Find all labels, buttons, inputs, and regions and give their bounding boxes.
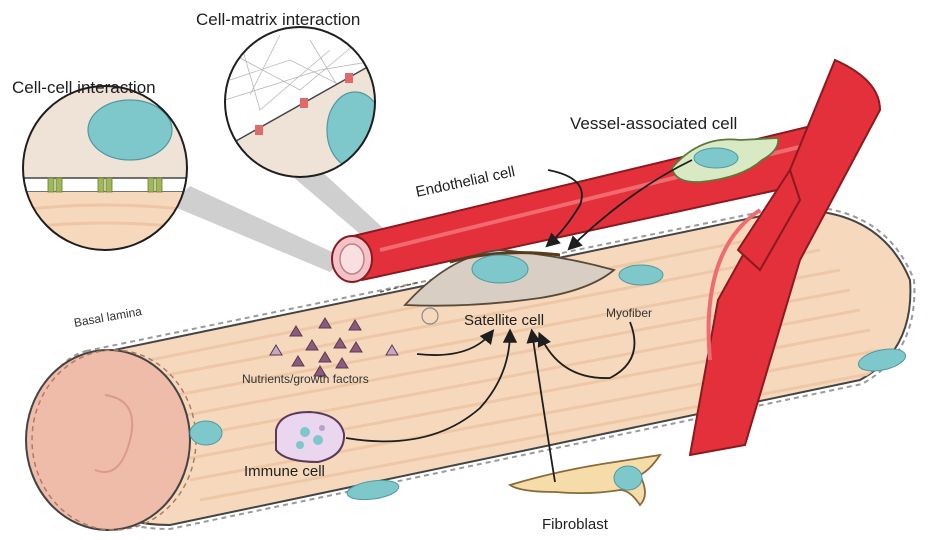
immune-cell: [276, 412, 344, 462]
myonucleus-icon: [190, 421, 222, 445]
label-myofiber: Myofiber: [606, 306, 652, 320]
myonucleus-icon: [619, 265, 663, 285]
fibroblast-nucleus-icon: [614, 466, 642, 490]
lens-cell-matrix: [220, 27, 383, 180]
lens-cell-cell: [20, 80, 190, 252]
label-immune-cell: Immune cell: [244, 463, 325, 480]
fibroblast: [510, 455, 660, 505]
satellite-nucleus-icon: [472, 255, 528, 283]
label-cell-cell-interaction: Cell-cell interaction: [12, 78, 156, 98]
vessel-associated-nucleus-icon: [694, 148, 738, 168]
label-satellite-cell: Satellite cell: [464, 312, 544, 329]
label-fibroblast: Fibroblast: [542, 516, 608, 533]
label-nutrients-growth-factors: Nutrients/growth factors: [242, 372, 369, 386]
myofiber-cross-section: [26, 350, 190, 530]
label-vessel-associated-cell: Vessel-associated cell: [570, 114, 737, 134]
lens-beam-cell-cell: [170, 186, 345, 272]
label-cell-matrix-interaction: Cell-matrix interaction: [196, 10, 360, 30]
